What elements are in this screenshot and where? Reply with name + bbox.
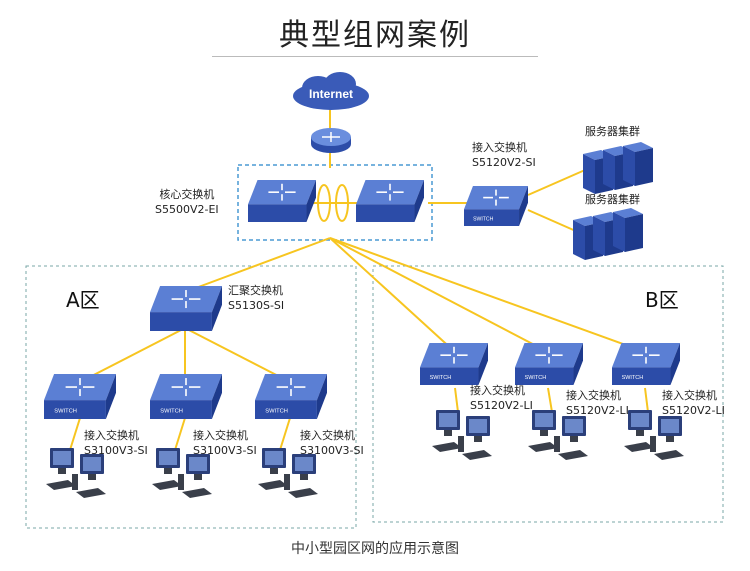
a-access-name: 接入交换机 xyxy=(84,429,139,442)
internet-label: Internet xyxy=(309,87,353,101)
switch-brand-text: SWITCH xyxy=(473,216,493,222)
a-access-switch-icon-2: SWITCH xyxy=(150,374,222,419)
a-access-name: 接入交换机 xyxy=(300,429,355,442)
b-pc-group-icon-1 xyxy=(432,410,492,460)
server-cluster-icon-2 xyxy=(573,208,643,260)
internet-cloud-icon: Internet xyxy=(293,72,369,110)
b-access-name: 接入交换机 xyxy=(662,389,717,402)
link-agg-a3 xyxy=(184,327,291,383)
link-b2-pc xyxy=(547,387,553,413)
core-model: S5500V2-EI xyxy=(155,203,219,216)
link-core-b2 xyxy=(329,237,549,353)
a-access-switch-icon-1: SWITCH xyxy=(44,374,116,419)
core-switch-icon-1 xyxy=(248,180,316,222)
server-cluster-label-2: 服务器集群 xyxy=(585,193,640,206)
switch-brand-text: SWITCH xyxy=(54,409,77,415)
router-icon xyxy=(311,128,351,153)
a-pc-group-icon-3 xyxy=(258,448,318,498)
a-access-label-2: 接入交换机 S3100V3-SI xyxy=(193,428,257,458)
b-access-label-3: 接入交换机 S5120V2-LI xyxy=(662,388,725,418)
a-access-model: S3100V3-SI xyxy=(193,444,257,457)
a-access-switch-icon-3: SWITCH xyxy=(255,374,327,419)
switch-brand-text: SWITCH xyxy=(265,409,288,415)
title-divider xyxy=(212,56,538,57)
b-access-label-2: 接入交换机 S5120V2-LI xyxy=(566,388,629,418)
a-pc-group-icon-1 xyxy=(46,448,106,498)
link-server-cluster-1 xyxy=(527,169,586,196)
b-access-switch-icon-3: SWITCH xyxy=(612,343,680,385)
aggregation-label: 汇聚交换机 S5130S-SI xyxy=(228,283,284,313)
b-access-model: S5120V2-LI xyxy=(662,404,725,417)
b-access-name: 接入交换机 xyxy=(566,389,621,402)
link-core-aggregation xyxy=(184,237,331,293)
stack-rings xyxy=(317,184,349,222)
diagram-caption: 中小型园区网的应用示意图 xyxy=(291,541,459,557)
core-switch-icon-2 xyxy=(356,180,424,222)
server-access-label: 接入交换机 S5120V2-SI xyxy=(472,140,536,170)
link-core-b1 xyxy=(329,237,456,353)
link-a1-pc xyxy=(69,417,81,451)
b-access-model: S5120V2-LI xyxy=(470,399,533,412)
zone-a-label: A区 xyxy=(66,288,100,312)
zone-b-boundary xyxy=(372,265,724,523)
b-access-label-1: 接入交换机 S5120V2-LI xyxy=(470,383,533,413)
core-name: 核心交换机 xyxy=(159,188,215,201)
switch-brand-text: SWITCH xyxy=(430,375,452,381)
core-label: 核心交换机 S5500V2-EI xyxy=(155,187,219,217)
link-server-cluster-2 xyxy=(527,209,579,233)
link-a3-pc xyxy=(279,417,291,451)
b-access-switch-icon-2: SWITCH xyxy=(515,343,583,385)
b-pc-group-icon-2 xyxy=(528,410,588,460)
b-access-switch-icon-1: SWITCH xyxy=(420,343,488,385)
switch-brand-text: SWITCH xyxy=(160,409,183,415)
diagram-title: 典型组网案例 xyxy=(279,18,471,53)
switch-brand-text: SWITCH xyxy=(622,375,644,381)
link-lines xyxy=(69,100,649,451)
server-cluster-label-1: 服务器集群 xyxy=(585,125,640,138)
switch-brand-text: SWITCH xyxy=(525,375,547,381)
a-pc-group-icon-2 xyxy=(152,448,212,498)
link-b3-pc xyxy=(644,387,649,413)
a-access-model: S3100V3-SI xyxy=(300,444,364,457)
server-access-switch-icon: SWITCH xyxy=(464,186,528,226)
link-core-b3 xyxy=(329,237,646,353)
server-access-name: 接入交换机 xyxy=(472,141,527,154)
aggregation-switch-icon xyxy=(150,286,222,331)
zone-b-label: B区 xyxy=(645,288,679,312)
link-b1-pc xyxy=(454,387,459,413)
zone-a-boundary xyxy=(25,265,357,529)
b-pc-group-icon-3 xyxy=(624,410,684,460)
link-agg-a1 xyxy=(79,327,186,383)
a-access-label-3: 接入交换机 S3100V3-SI xyxy=(300,428,364,458)
server-cluster-icon-1 xyxy=(583,142,653,194)
aggregation-model: S5130S-SI xyxy=(228,299,285,312)
link-a2-pc xyxy=(174,417,186,451)
aggregation-name: 汇聚交换机 xyxy=(228,284,283,297)
a-access-name: 接入交换机 xyxy=(193,429,248,442)
a-access-model: S3100V3-SI xyxy=(84,444,148,457)
server-access-model: S5120V2-SI xyxy=(472,156,536,169)
b-access-name: 接入交换机 xyxy=(470,384,525,397)
b-access-model: S5120V2-LI xyxy=(566,404,629,417)
a-access-label-1: 接入交换机 S3100V3-SI xyxy=(84,428,148,458)
